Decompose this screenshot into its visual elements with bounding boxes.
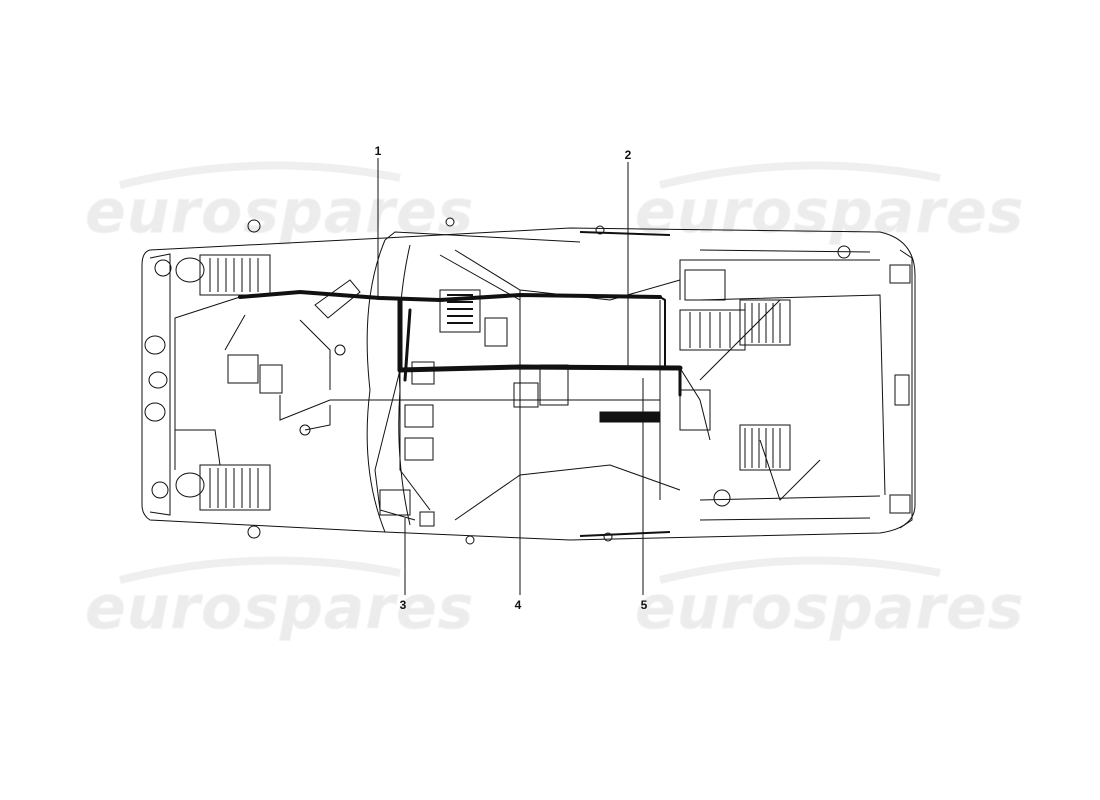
callout-leaders [377,158,644,595]
callout-3: 3 [400,598,407,612]
front-left-components [144,219,283,539]
watermark-bottom-left: eurospares [85,573,474,643]
watermarks: eurospares eurospares eurospares eurospa… [85,161,1024,644]
callout-labels: 1 2 3 4 5 [375,144,648,612]
watermark-swoosh [659,161,941,189]
watermark-top-left: eurospares [85,177,474,247]
callout-4: 4 [515,598,522,612]
central-components [299,217,911,545]
main-harness [238,289,683,397]
callout-5: 5 [641,598,648,612]
watermark-bottom-right: eurospares [635,573,1024,643]
watermark-swoosh [119,556,401,584]
callout-2: 2 [625,148,632,162]
watermark-swoosh [119,161,401,189]
watermark-top-right: eurospares [635,177,1024,247]
callout-1: 1 [375,144,382,158]
watermark-swoosh [659,556,941,584]
secondary-wiring [174,231,886,521]
